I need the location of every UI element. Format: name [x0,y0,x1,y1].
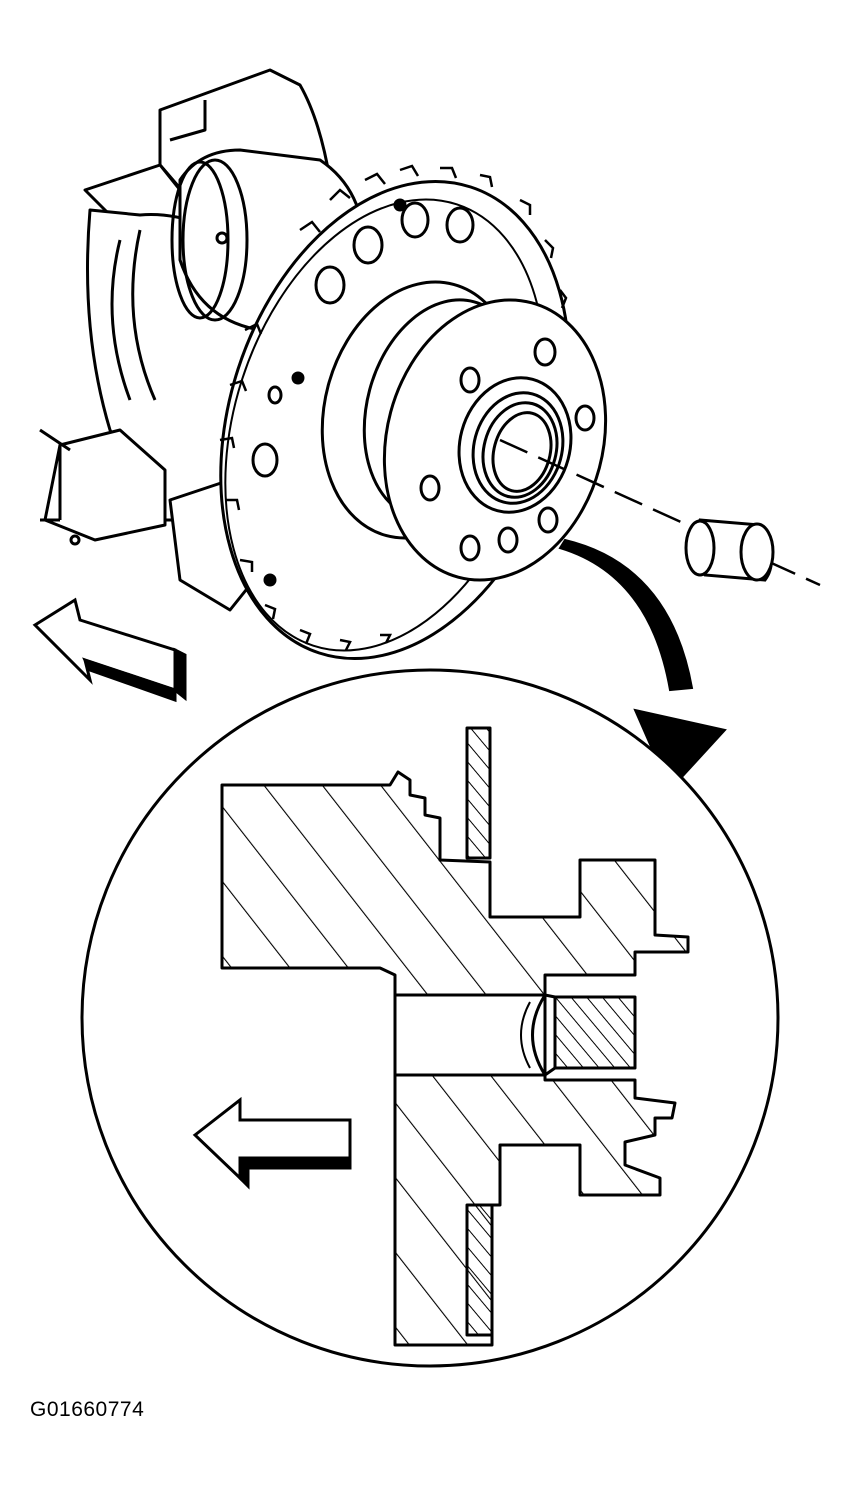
detail-view-icon [80,668,780,1368]
pilot-bearing-icon [499,438,821,587]
detail-pointer-arrow-icon [558,538,727,792]
flywheel-flange-icon [320,280,608,582]
figure-id-label: G01660774 [30,1398,145,1421]
detail-direction-arrow-icon [192,1096,352,1190]
direction-arrow-icon [32,597,187,703]
